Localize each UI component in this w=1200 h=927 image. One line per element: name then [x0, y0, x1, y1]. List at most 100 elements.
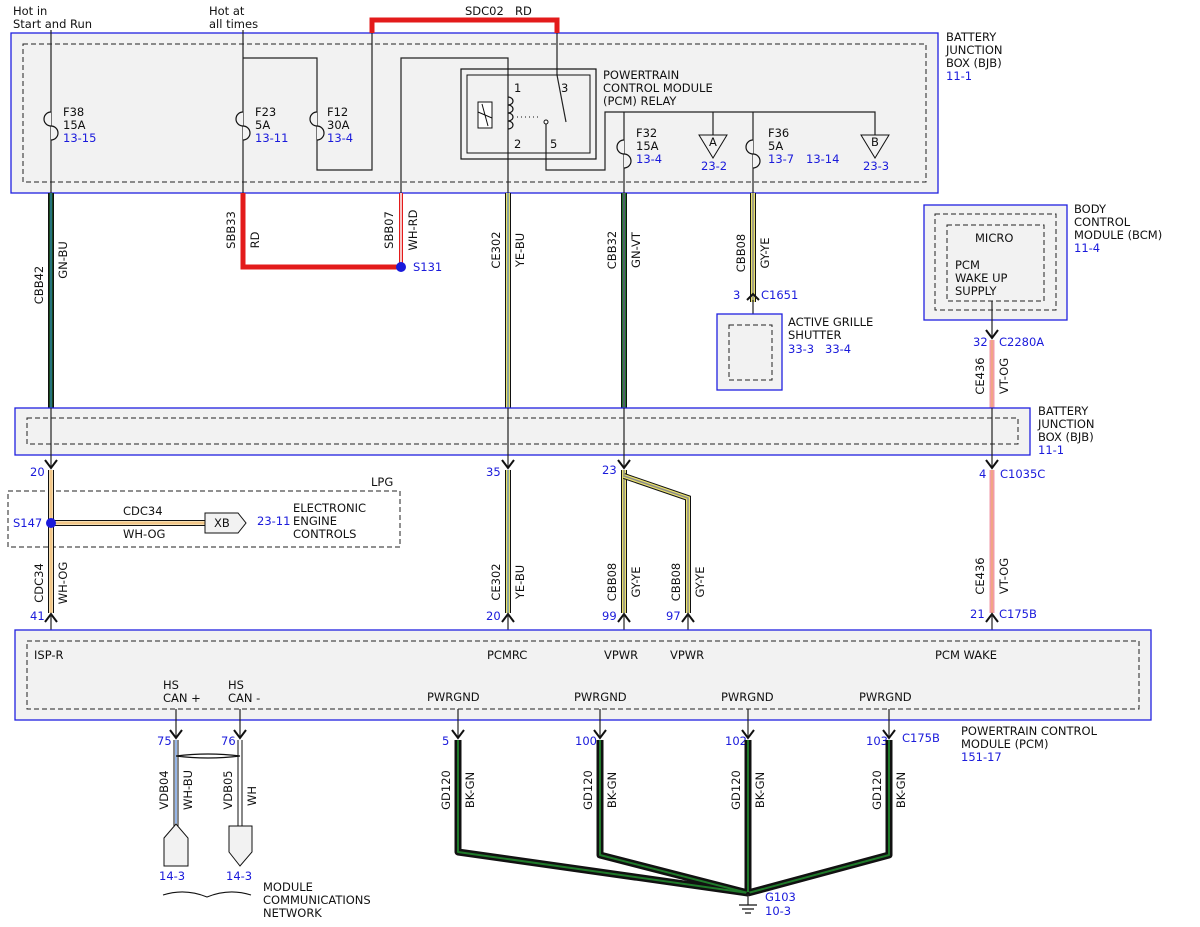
relay-title-3: (PCM) RELAY — [603, 94, 677, 108]
pcm-pwrgnd-1: PWRGND — [427, 690, 480, 704]
c1651-connector: C1651 — [761, 288, 798, 302]
gd120-1-circuit: GD120 — [439, 770, 453, 810]
lpg-target-1: ELECTRONIC — [293, 501, 366, 515]
pcm-ref: 151-17 — [961, 750, 1002, 764]
bjb-top-dashed — [22, 43, 927, 183]
bcm-ref: 11-4 — [1074, 241, 1100, 255]
relay-outer-box — [460, 68, 597, 160]
gd120-1-color: BK-GN — [463, 772, 477, 808]
cbb42-color: GN-BU — [56, 241, 70, 279]
cbb08-a-circuit: CBB08 — [605, 563, 619, 601]
cbb08-b-color: GY-YE — [693, 566, 707, 597]
relay-inner-box — [466, 74, 591, 154]
relay-coil-wire — [400, 57, 509, 193]
bcm-box — [923, 204, 1068, 321]
pcm-pwrgnd-3: PWRGND — [721, 690, 774, 704]
fuse-f38-ref: 13-15 — [63, 131, 96, 145]
grille-dashed — [728, 324, 773, 381]
fuse-f32-icon — [616, 139, 632, 169]
vdb05-circuit: VDB05 — [221, 770, 235, 809]
bjb-mid-pin-20: 20 — [30, 465, 45, 479]
relay-contact — [543, 119, 549, 125]
offpage-b-letter: B — [871, 135, 879, 149]
network-connector-1-icon — [163, 823, 189, 867]
pcm-pin-41: 41 — [30, 609, 45, 623]
gd120-4-color: BK-GN — [894, 772, 908, 808]
sbb07-color: WH-RD — [406, 209, 420, 250]
fuse-f36-ref2: 13-14 — [806, 152, 839, 166]
gd120-3-color: BK-GN — [753, 772, 767, 808]
cbb08-b-circuit: CBB08 — [669, 563, 683, 601]
bjb-mid-pin-4: 4 — [979, 467, 986, 481]
bjb-mid-title-2: JUNCTION — [1037, 417, 1095, 431]
fuse-f38-rating: 15A — [63, 118, 86, 132]
fuse-f36-rating: 5A — [768, 139, 783, 153]
bcm-supply-1: PCM — [955, 258, 980, 272]
bjb-mid-pin-35-arrow — [501, 459, 515, 470]
fuse-f38-name: F38 — [63, 105, 84, 119]
pcm-title-1: POWERTRAIN CONTROL — [961, 724, 1098, 738]
ce436-lower-color: VT-OG — [997, 558, 1011, 594]
offpage-a-ref: 23-2 — [701, 159, 727, 173]
gd120-wire-2 — [599, 740, 749, 894]
supply-always-label-1: Hot at — [209, 4, 245, 18]
fuse-f38-icon — [43, 111, 59, 141]
bjb-top-box — [10, 32, 939, 194]
lpg-dashed-box — [7, 490, 401, 548]
cbb32-color: GN-VT — [629, 231, 643, 268]
pcm-signal-wake: PCM WAKE — [935, 648, 997, 662]
bjb-mid-title-1: BATTERY — [1038, 404, 1089, 418]
pcm-pin-102: 102 — [725, 734, 747, 748]
fuse-f12-rating: 30A — [327, 118, 350, 132]
pcm-pin-5-arrow — [451, 729, 465, 740]
gd120-wire-2-edge — [596, 740, 749, 897]
pcm-can-lo-1: HS — [228, 678, 244, 692]
relay-pin-3: 3 — [561, 81, 568, 95]
c1035c-connector: C1035C — [1000, 467, 1045, 481]
splice-s131-label: S131 — [413, 260, 442, 274]
network-title-1: MODULE — [263, 880, 313, 894]
bcm-title-3: MODULE (BCM) — [1074, 228, 1162, 242]
pcm-pin-20: 20 — [486, 609, 501, 623]
c2280a-connector: C2280A — [999, 335, 1044, 349]
pcm-signal-isp-r: ISP-R — [34, 648, 64, 662]
pcm-c175b-top: C175B — [999, 607, 1037, 621]
fuse-f36-ref: 13-7 — [768, 152, 794, 166]
gd120-wire-4 — [747, 740, 890, 894]
pcm-can-hi-1: HS — [163, 678, 179, 692]
vdb04-color: WH-BU — [181, 770, 195, 810]
cbb32-circuit: CBB32 — [605, 231, 619, 269]
ce436-upper-color: VT-OG — [997, 358, 1011, 394]
bcm-title-2: CONTROL — [1074, 215, 1131, 229]
splice-s147-label: S147 — [13, 516, 42, 530]
vdb05-color: WH — [245, 786, 259, 806]
pcm-signal-pcmrc: PCMRC — [487, 648, 527, 662]
pcm-title-2: MODULE (PCM) — [961, 737, 1048, 751]
bjb-mid-pin-23: 23 — [602, 463, 617, 477]
lpg-circuit: CDC34 — [123, 504, 163, 518]
ce302-lower-color: YE-BU — [513, 565, 527, 600]
gd120-wire-1 — [457, 740, 749, 894]
pcm-pin-100-arrow — [593, 729, 607, 740]
pcm-pin-103-arrow — [882, 729, 896, 740]
network-brace-icon — [162, 891, 252, 898]
relay-diode-icon — [477, 103, 493, 127]
gd120-3-circuit: GD120 — [729, 770, 743, 810]
pcm-pwrgnd-2: PWRGND — [574, 690, 627, 704]
fuse-f23-rating: 5A — [255, 118, 270, 132]
lpg-label: LPG — [371, 475, 393, 489]
bcm-micro: MICRO — [975, 231, 1013, 245]
relay-coil-icon — [507, 96, 514, 130]
bjb-top-title-2: JUNCTION — [945, 43, 1003, 57]
c2280a-arrow-icon — [985, 329, 999, 340]
bcm-dashed-inner — [946, 224, 1045, 302]
fuse-f32-name: F32 — [636, 126, 657, 140]
xb-connector-icon — [204, 512, 247, 534]
sbb33-color: RD — [248, 231, 262, 248]
grille-box — [716, 313, 783, 391]
bcm-supply-2: WAKE UP — [955, 271, 1007, 285]
pcm-dashed — [26, 640, 1140, 710]
pcm-pin-76-arrow — [233, 729, 247, 740]
cbb08-a-color: GY-YE — [629, 566, 643, 597]
